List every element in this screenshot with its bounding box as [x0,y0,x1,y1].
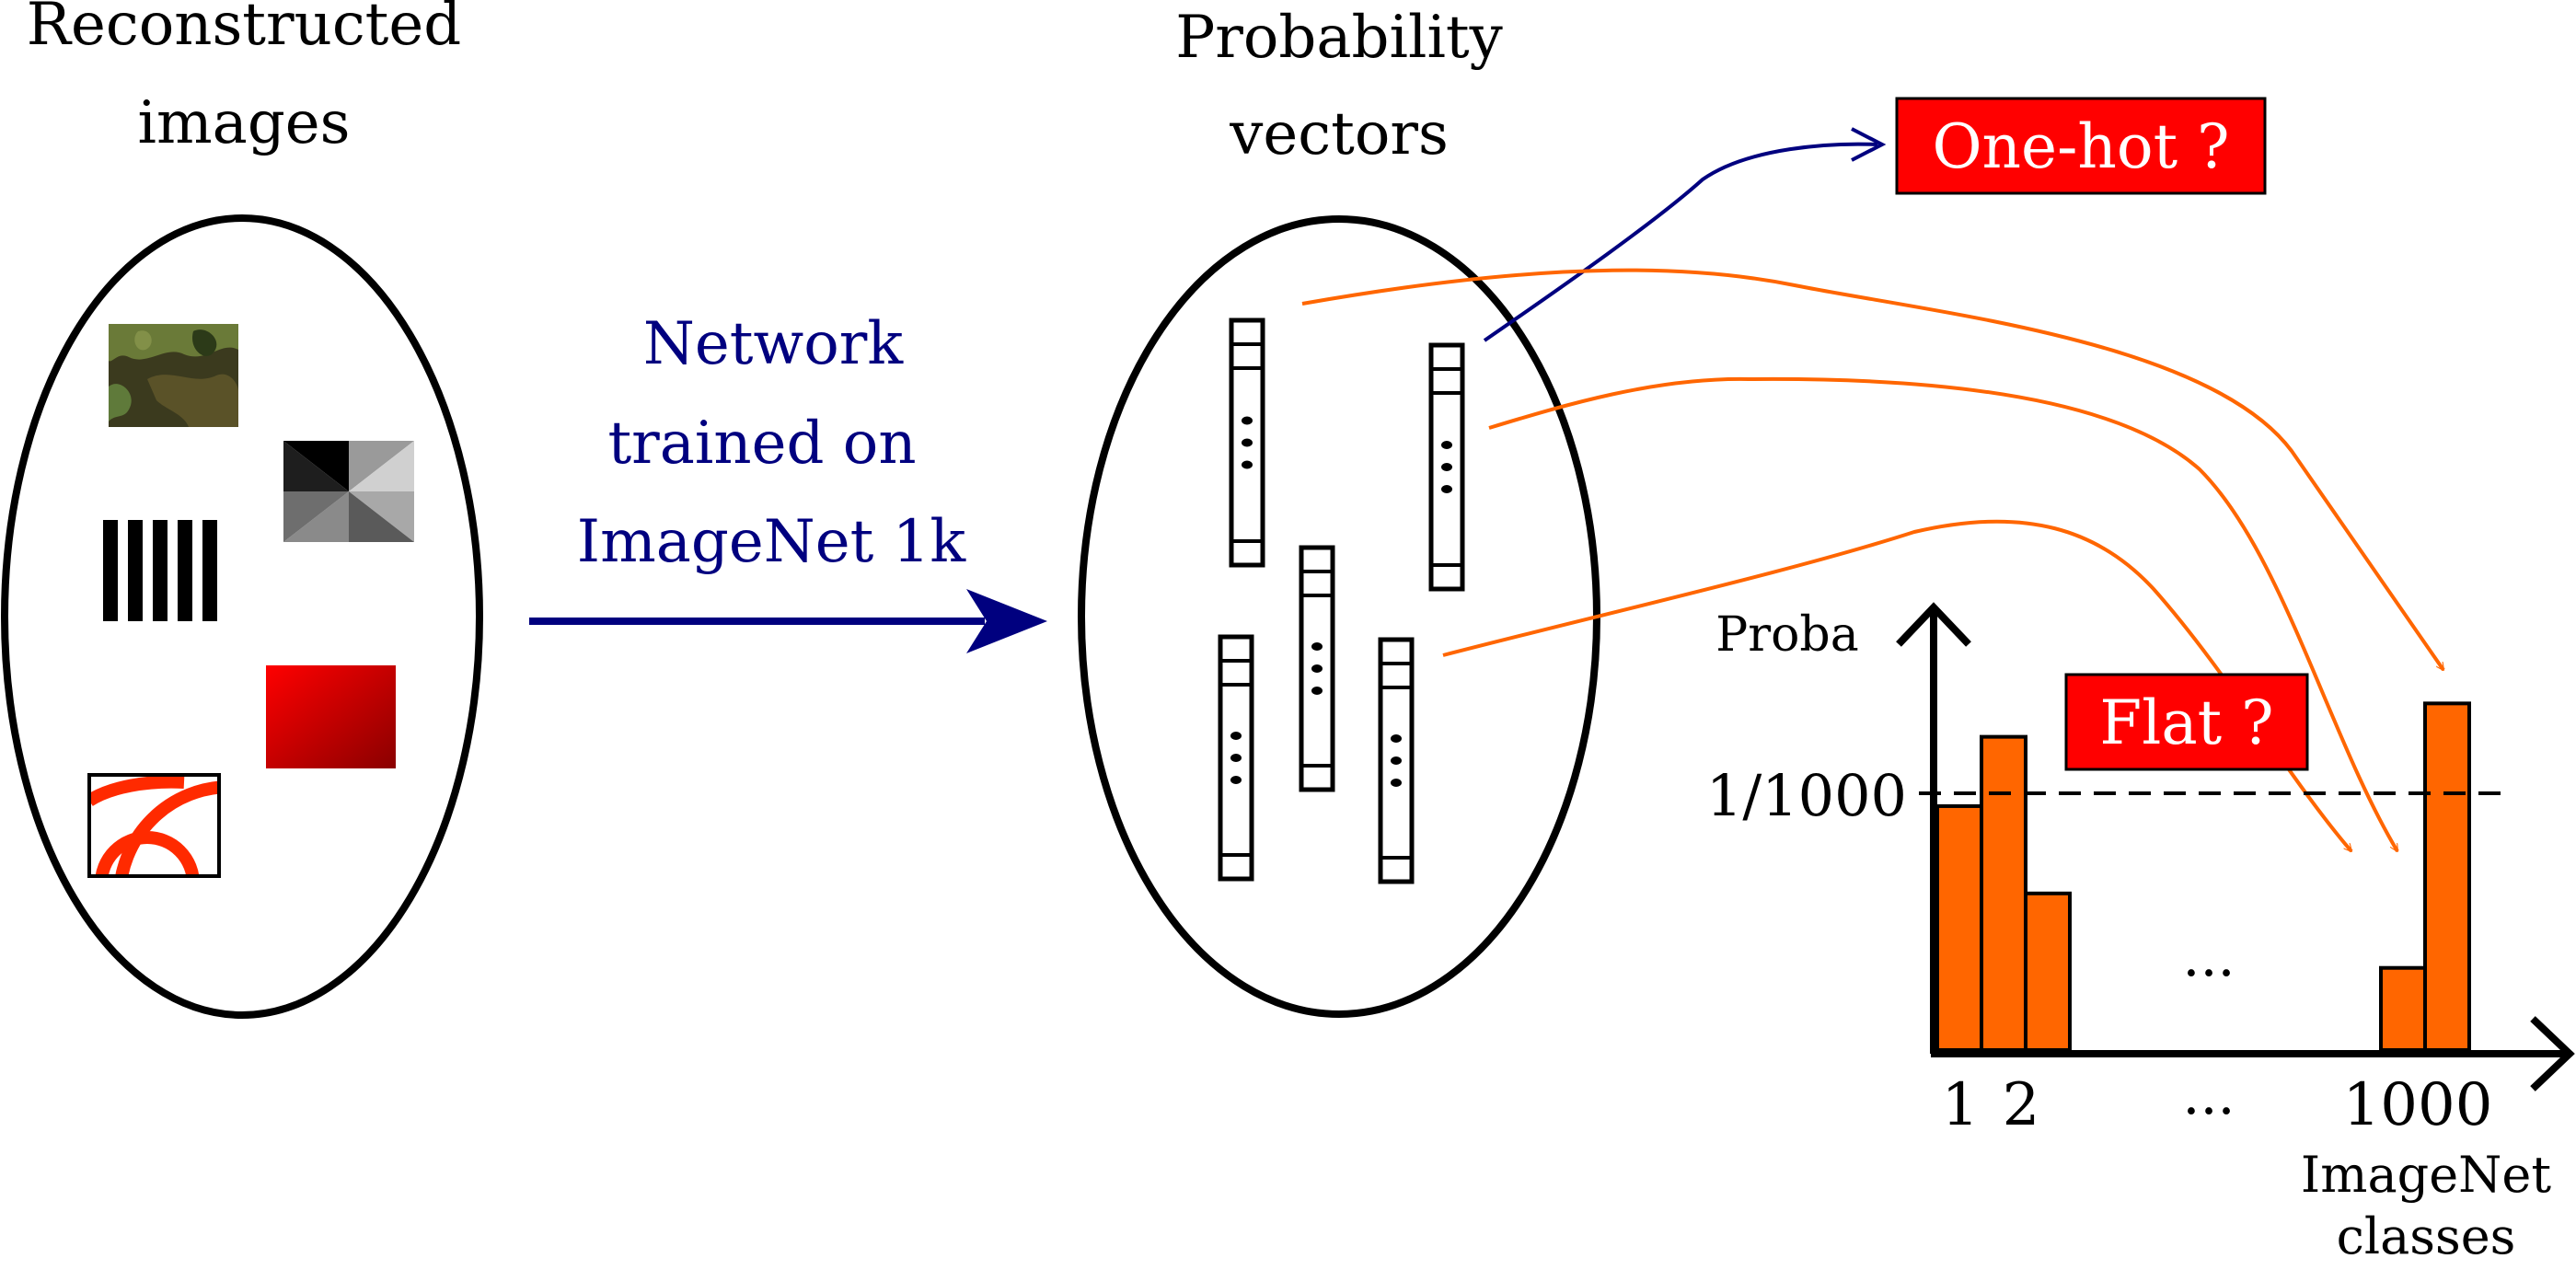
images-ellipse [1,214,483,1019]
pinwheel-image [283,441,414,542]
bar-class-2 [1980,734,2027,1052]
images-title-line1: Reconstructed [27,0,461,59]
camouflage-image [109,324,238,427]
arrow-vector-b [1488,376,2399,851]
arrow-vector-a [1301,268,2445,670]
bar-class-1000 [2423,701,2471,1052]
vector-ellipsis-dot [1441,463,1452,471]
vector-ellipsis-dot [1311,664,1323,673]
y-axis-label: Proba [1715,607,1858,663]
x-tick-label-ellipsis: ... [2182,1063,2235,1127]
network-label-line3: ImageNet 1k [577,508,967,576]
arrow-to-one-hot [1483,142,1878,342]
vectors-title-line2: vectors [1229,100,1449,168]
vector-ellipsis-dot [1230,776,1242,784]
x-axis-label-line1: ImageNet [2301,1146,2551,1204]
vector-ellipsis-dot [1230,754,1242,762]
probability-vector-group [1218,318,1465,884]
vector-ellipsis-dot [1441,485,1452,493]
vector-ellipsis-dot [1391,756,1402,765]
vector-ellipsis-dot [1242,460,1253,469]
network-label-line2: trained on [607,410,916,478]
bar-class-999 [2379,965,2427,1052]
vector-ellipsis-dot [1311,687,1323,695]
flat-box [2064,673,2309,771]
x-axis-label-line2: classes [2337,1207,2516,1265]
bar-class-1 [1935,803,1983,1052]
flat-label: Flat ? [2099,687,2273,758]
vector-ellipsis-dot [1242,438,1253,447]
x-tick-label-1: 1 [1942,1071,1980,1139]
bar-class-3 [2024,891,2072,1052]
reference-line-label: 1/1000 [1706,762,1907,829]
vector-ellipsis-dot [1391,734,1402,743]
red-gradient-image [266,665,396,768]
one-hot-label: One-hot ? [1932,111,2229,182]
y-axis-arrowhead [1896,602,1971,647]
probability-chart: 1/1000 Proba 1 2 ... 1000 ... ImageNet c… [1706,602,2575,1265]
x-axis-arrowhead [2530,1016,2575,1091]
vector-ellipsis-dot [1391,779,1402,787]
network-label-line1: Network [643,310,905,378]
x-tick-label-1000: 1000 [2343,1071,2493,1139]
vector-ellipsis-dot [1242,416,1253,425]
vectors-title-line1: Probability [1175,4,1503,72]
mid-bars-ellipsis: ... [2182,925,2235,989]
stripes-image [103,520,217,621]
one-hot-box [1895,97,2267,195]
arrow-to-one-hot-head [1851,127,1887,162]
vectors-ellipse [1078,215,1600,1018]
bars-group [1935,701,2471,1052]
images-title-line2: images [138,89,351,157]
red-arcs-image [87,773,221,878]
network-arrow-head [966,589,1047,653]
vector-ellipsis-dot [1441,441,1452,449]
vector-ellipsis-dot [1230,732,1242,740]
x-tick-label-2: 2 [2003,1071,2040,1139]
vector-ellipsis-dot [1311,642,1323,651]
